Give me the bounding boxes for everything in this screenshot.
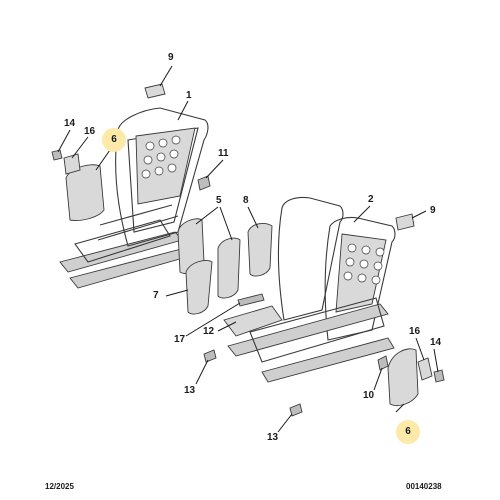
hole: [171, 135, 181, 145]
right-backrest-panel: [335, 233, 387, 313]
hole: [345, 257, 355, 267]
leader-1: [177, 100, 189, 121]
hole: [156, 152, 166, 162]
cable-part-17: [237, 293, 265, 307]
leader-12: [217, 321, 237, 332]
callout-5: 5: [216, 195, 222, 206]
leader-14-right: [433, 348, 439, 373]
left-bolt-part-14: [51, 149, 63, 161]
leader-6-bottom: [395, 403, 405, 413]
bracket-part-12: [223, 305, 283, 337]
leader-13-left: [195, 359, 209, 385]
callout-1: 1: [186, 90, 192, 101]
leader-2: [353, 205, 371, 223]
leader-16-right: [415, 337, 425, 361]
trim-panel-part-7: [185, 260, 213, 315]
trim-panel-part-8: [247, 223, 273, 277]
right-cap-part-16: [417, 357, 433, 381]
callout-9-left: 9: [168, 52, 174, 63]
leader-11: [205, 159, 224, 179]
callout-16-right: 16: [409, 326, 421, 337]
callout-12: 12: [203, 326, 215, 337]
left-bolt-part-13: [203, 349, 217, 363]
hole: [154, 166, 164, 176]
leader-14-left: [57, 129, 71, 153]
hole: [375, 247, 385, 257]
part-10: [377, 355, 389, 371]
clip-part-11: [197, 175, 211, 191]
left-cap-part-16: [63, 153, 81, 175]
leader-9-right: [411, 210, 427, 219]
right-headrest-guide-part-9: [395, 213, 415, 231]
callout-16-left: 16: [84, 126, 96, 137]
right-seat-cross-bar: [249, 297, 385, 363]
hole: [169, 149, 179, 159]
leader-5a: [195, 206, 219, 225]
right-bolt-part-14: [433, 369, 445, 383]
leader-lines: [57, 65, 439, 433]
left-seat-assembly: [51, 83, 211, 289]
callout-14-left: 14: [64, 118, 76, 129]
hole: [359, 259, 369, 269]
right-seat-assembly: [227, 196, 445, 417]
hole: [373, 261, 383, 271]
callout-11: 11: [218, 148, 229, 159]
leader-8: [247, 206, 259, 229]
trim-panel-part-5-lower: [217, 237, 241, 299]
left-headrest-guide-part-9: [144, 83, 166, 99]
left-backrest-frame: [115, 107, 209, 247]
left-backrest-panel: [135, 127, 196, 205]
hole: [361, 245, 371, 255]
callout-17: 17: [174, 334, 186, 345]
callout-13-left: 13: [184, 385, 196, 396]
callout-6-top-highlighted: 6: [102, 128, 126, 152]
callout-10: 10: [363, 390, 375, 401]
callout-8: 8: [243, 195, 249, 206]
leader-5b: [219, 206, 233, 241]
hole: [357, 273, 367, 283]
left-backrest-holes: [141, 135, 181, 179]
hole: [158, 138, 168, 148]
left-side-trim-panel: [65, 164, 105, 221]
callout-14-right: 14: [430, 337, 442, 348]
leader-7: [165, 289, 189, 297]
right-seat-rail-lower: [261, 337, 395, 383]
hole: [141, 169, 151, 179]
footer-date: 12/2025: [45, 482, 74, 491]
hole: [143, 155, 153, 165]
footer-reference-number: 00140238: [406, 482, 442, 491]
hole: [167, 163, 177, 173]
callout-9-right: 9: [430, 205, 436, 216]
leader-9-left: [159, 65, 173, 87]
right-backrest-frame-a: [277, 196, 344, 321]
left-seat-tube: [97, 204, 179, 241]
hole: [347, 243, 357, 253]
leader-17: [185, 302, 241, 337]
hole: [371, 275, 381, 285]
right-seat-rail: [227, 303, 389, 357]
right-bolt-part-13: [289, 403, 303, 417]
right-side-trim-panel: [387, 348, 419, 406]
callout-13-right: 13: [267, 432, 279, 443]
hole: [145, 141, 155, 151]
left-seat-cross-bar: [74, 219, 171, 263]
leader-16-left: [71, 136, 89, 159]
right-backrest-frame-b: [324, 216, 396, 341]
callout-7: 7: [153, 290, 159, 301]
callout-6-bottom-highlighted: 6: [396, 420, 420, 444]
leader-13-right: [277, 413, 293, 433]
right-backrest-holes: [343, 243, 385, 285]
leader-10: [373, 367, 383, 391]
callout-2: 2: [368, 194, 374, 205]
leader-6-top: [95, 149, 111, 171]
hole: [343, 271, 353, 281]
